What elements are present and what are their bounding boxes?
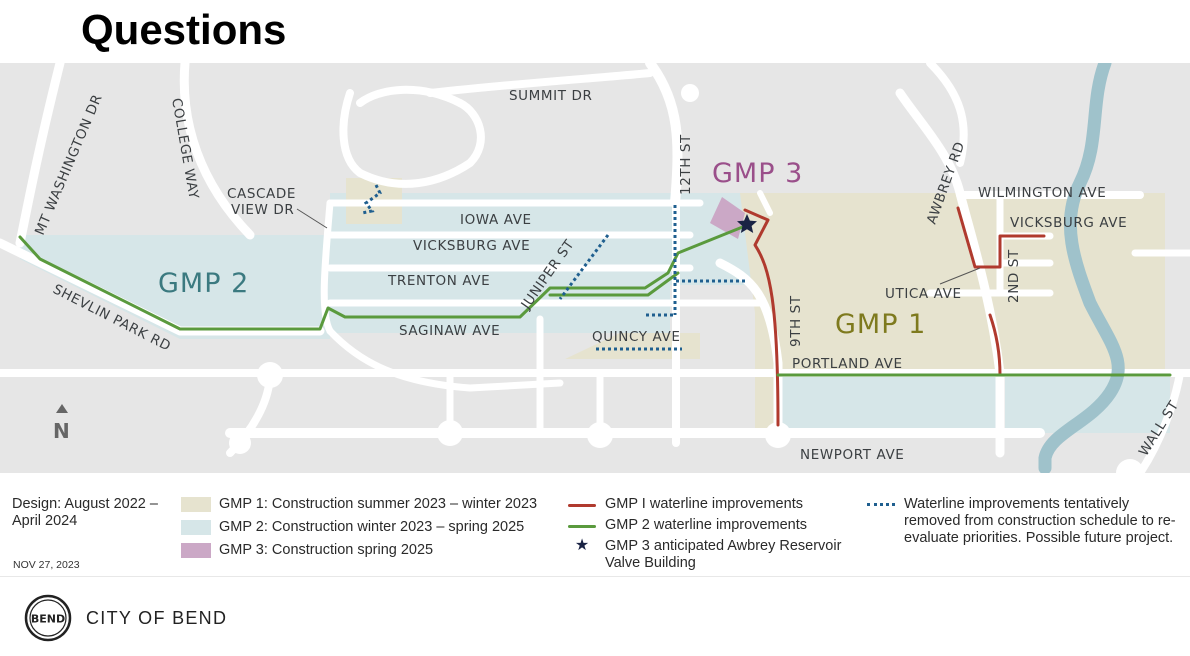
city-seal-logo: BEND [24, 594, 72, 642]
gmp3-label: GMP 3 [712, 158, 803, 189]
future-waterline [361, 184, 745, 351]
north-arrow-icon [56, 404, 68, 413]
gmp1-line-swatch [568, 504, 596, 507]
street-quincy-ave: QUINCY AVE [592, 329, 680, 345]
design-dates: Design: August 2022 – April 2024 [12, 496, 158, 529]
street-cascade-view-1: CASCADE [227, 186, 296, 202]
footer-divider [0, 576, 1190, 577]
legend-text: GMP I waterline improvements [605, 496, 803, 512]
legend-text: GMP 3 anticipated Awbrey Reservoir Valve… [605, 538, 842, 571]
gmp1-label: GMP 1 [835, 309, 926, 340]
future-line-swatch [867, 503, 895, 506]
legend-text: GMP 2 waterline improvements [605, 517, 808, 533]
deschutes-river [1038, 63, 1125, 473]
roundabouts [229, 84, 1144, 473]
legend-item-future-line: Waterline improvements tentatively remov… [867, 496, 1187, 547]
footer: BEND CITY OF BEND [24, 594, 227, 642]
page-title: Questions [81, 6, 287, 53]
gmp2-label: GMP 2 [158, 268, 249, 299]
street-vicksburg-ave-east: VICKSBURG AVE [1010, 215, 1127, 231]
legend-item-gmp1-area: GMP 1: Construction summer 2023 – winter… [181, 496, 537, 513]
star-icon: ★ [574, 537, 590, 554]
map-svg: GMP 2 GMP 3 GMP 1 SUMMIT DR MT WASHINGTO… [0, 63, 1190, 473]
legend-item-gmp2-line: GMP 2 waterline improvements [568, 517, 807, 534]
legend-text: GMP 3: Construction spring 2025 [219, 542, 434, 558]
street-vicksburg-ave-west: VICKSBURG AVE [413, 238, 530, 254]
street-newport-ave: NEWPORT AVE [800, 447, 904, 463]
street-cascade-view-2: VIEW DR [231, 202, 294, 218]
project-map: GMP 2 GMP 3 GMP 1 SUMMIT DR MT WASHINGTO… [0, 63, 1190, 473]
gmp2-swatch [181, 520, 211, 535]
street-12th-st: 12TH ST [678, 134, 694, 195]
gmp3-swatch [181, 543, 211, 558]
street-portland-ave: PORTLAND AVE [792, 356, 903, 372]
gmp2-waterline [18, 224, 1172, 377]
cascade-leader-line [296, 208, 328, 229]
star-icon [737, 214, 757, 233]
legend-text: GMP 1: Construction summer 2023 – winter… [219, 496, 538, 512]
road-network [0, 63, 1190, 473]
legend-text: Waterline improvements tentatively remov… [904, 496, 1176, 546]
gmp2-line-swatch [568, 525, 596, 528]
legend-item-valve-building: ★ GMP 3 anticipated Awbrey Reservoir Val… [568, 538, 858, 572]
street-trenton-ave: TRENTON AVE [387, 273, 490, 289]
street-iowa-ave: IOWA AVE [460, 212, 532, 228]
north-label: N [53, 419, 70, 443]
seal-text: BEND [31, 613, 65, 626]
legend-text: GMP 2: Construction winter 2023 – spring… [219, 519, 525, 535]
gmp1-swatch [181, 497, 211, 512]
utica-leader-line [939, 267, 981, 285]
street-9th-st: 9TH ST [788, 295, 804, 347]
street-saginaw-ave: SAGINAW AVE [399, 323, 500, 339]
map-date: NOV 27, 2023 [13, 559, 80, 571]
gmp1-waterline [743, 206, 1046, 427]
city-name: CITY OF BEND [86, 607, 228, 628]
legend-item-gmp3-area: GMP 3: Construction spring 2025 [181, 542, 433, 559]
legend-item-gmp1-line: GMP I waterline improvements [568, 496, 803, 513]
legend-item-gmp2-area: GMP 2: Construction winter 2023 – spring… [181, 519, 524, 536]
street-2nd-st: 2ND ST [1006, 249, 1022, 303]
street-summit-dr: SUMMIT DR [509, 88, 592, 104]
map-legend: Design: August 2022 – April 2024 NOV 27,… [0, 480, 1190, 580]
street-wilmington-ave: WILMINGTON AVE [978, 185, 1106, 201]
street-utica-ave: UTICA AVE [885, 286, 962, 302]
